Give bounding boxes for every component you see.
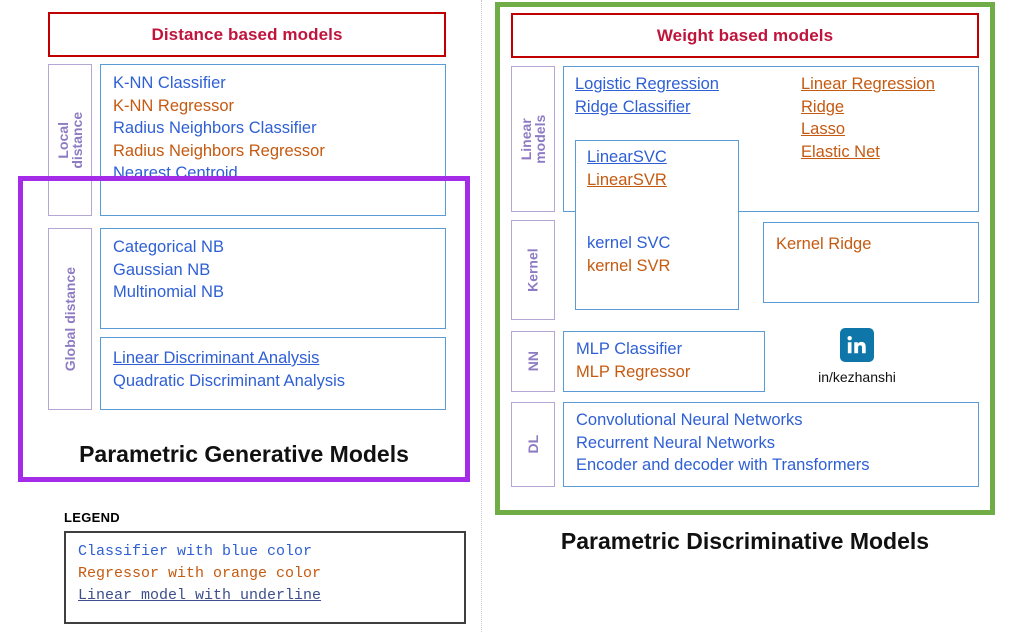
legend-line: Classifier with blue color [78, 543, 313, 560]
list-item: kernel SVC [587, 234, 671, 252]
list-item: Linear Discriminant Analysis [113, 349, 320, 367]
distance-based-models-title-box: Distance based models [48, 12, 446, 57]
list-item: Gaussian NB [113, 260, 211, 279]
list-item: Recurrent Neural Networks [576, 433, 775, 452]
side-label-kernel: Kernel [511, 220, 555, 320]
list-item: Radius Neighbors Classifier [113, 119, 317, 138]
side-label-local-line1: Local [54, 121, 71, 159]
legend-line: Regressor with orange color [78, 564, 322, 582]
weight-based-models-title-box: Weight based models [511, 13, 979, 58]
side-label-local-line2: distance [69, 111, 85, 169]
list-item: kernel SVR [587, 256, 671, 275]
legend: LEGEND Classifier with blue color Regres… [64, 510, 466, 624]
parametric-discriminative-models-caption: Parametric Discriminative Models [500, 518, 990, 565]
list-item: Ridge [801, 97, 845, 116]
local-distance-models-box: K-NN Classifier K-NN Regressor Radius Ne… [100, 64, 446, 216]
list-item: LinearSVC [587, 148, 667, 166]
side-label-global-distance: Global distance [48, 228, 92, 410]
linear-models-classifier-list: Logistic Regression Ridge Classifier [575, 73, 755, 118]
page-title-left: Distance based models [151, 24, 343, 44]
list-item: K-NN Classifier [113, 74, 226, 92]
kernel-svm-list: kernel SVC kernel SVR [587, 232, 737, 277]
list-item: MLP Classifier [576, 340, 683, 358]
parametric-discriminative-models-frame [495, 2, 995, 515]
list-item: Ridge Classifier [575, 97, 691, 116]
side-label-kernel-text: Kernel [524, 248, 541, 292]
parametric-generative-models-caption: Parametric Generative Models [23, 432, 465, 477]
naive-bayes-models-box: Categorical NB Gaussian NB Multinomial N… [100, 228, 446, 329]
linkedin-icon[interactable] [840, 328, 874, 362]
list-item: Logistic Regression [575, 75, 719, 93]
list-item: LinearSVR [587, 170, 667, 189]
caption-text-left: Parametric Generative Models [79, 441, 409, 467]
side-label-nn: NN [511, 331, 555, 392]
linkedin-credit[interactable]: in/kezhanshi [787, 328, 927, 392]
list-item: Lasso [801, 120, 846, 139]
legend-title: LEGEND [64, 510, 120, 525]
legend-line: Linear model with underline [78, 586, 322, 604]
list-item: Radius Neighbors Regressor [113, 141, 325, 160]
kernel-ridge-box: Kernel Ridge [763, 222, 979, 303]
side-label-linear-line1: Linear [517, 117, 534, 161]
side-label-linear-line2: models [532, 114, 549, 164]
discriminant-analysis-models-box: Linear Discriminant Analysis Quadratic D… [100, 337, 446, 410]
parametric-generative-models-frame [18, 176, 470, 482]
side-label-dl-text: DL [524, 435, 541, 454]
page-title-right: Weight based models [656, 25, 834, 45]
linkedin-handle: in/kezhanshi [818, 369, 896, 385]
linear-models-regressor-list: Linear Regression Ridge Lasso Elastic Ne… [801, 73, 991, 163]
caption-text-right: Parametric Discriminative Models [560, 528, 930, 554]
list-item: Linear Regression [801, 75, 935, 93]
side-label-nn-text: NN [524, 351, 541, 372]
list-item: Multinomial NB [113, 283, 224, 302]
side-label-dl: DL [511, 402, 555, 487]
list-item: Elastic Net [801, 142, 880, 161]
legend-box: Classifier with blue color Regressor wit… [64, 531, 466, 624]
list-item: Kernel Ridge [776, 235, 872, 253]
svm-spanning-box [575, 140, 739, 310]
list-item: Encoder and decoder with Transformers [576, 456, 870, 475]
panel-divider [481, 0, 482, 632]
list-item: Convolutional Neural Networks [576, 411, 803, 429]
deep-learning-models-box: Convolutional Neural Networks Recurrent … [563, 402, 979, 487]
linear-svm-list: LinearSVC LinearSVR [587, 146, 737, 191]
list-item: Quadratic Discriminant Analysis [113, 371, 345, 390]
list-item: MLP Regressor [576, 362, 691, 381]
mlp-models-box: MLP Classifier MLP Regressor [563, 331, 765, 392]
list-item: Categorical NB [113, 238, 224, 256]
list-item: K-NN Regressor [113, 96, 235, 115]
